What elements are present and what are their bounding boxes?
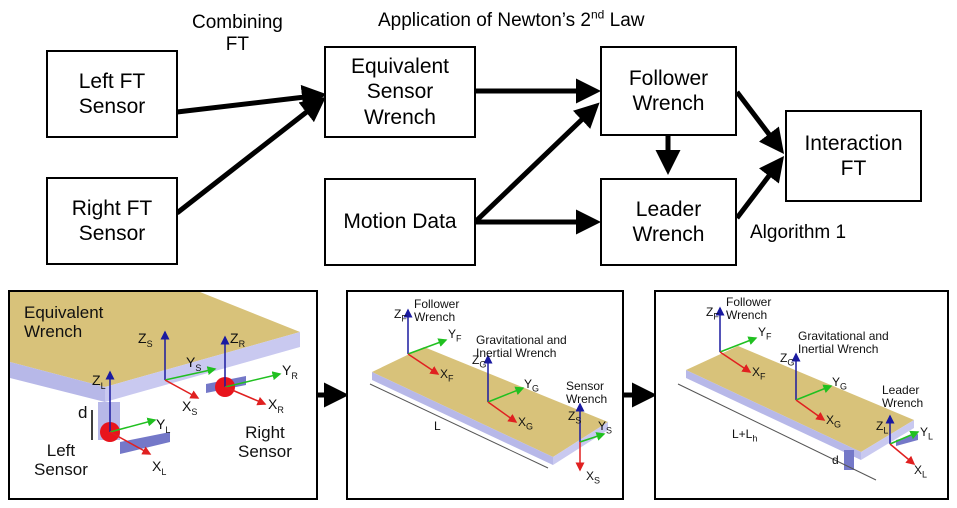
panel1-xr-label: XR [268,396,284,415]
panel2-xf-label: XF [440,367,454,384]
panel-sensor-combination: Equivalent Wrench Left Sensor Right Sens… [8,290,318,500]
arrow-leader-to-interaction [735,156,785,220]
flowchart-connectors [175,78,785,235]
panel2-zg-label: ZG [472,353,487,370]
panel1-illustration [10,292,300,455]
panel3-yg-label: YG [832,375,848,392]
panel2-xs-label: XS [586,469,601,486]
panel1-ys-label: YS [186,354,202,373]
panel3-xg-label: XG [826,413,842,430]
panel1-zr-label: ZR [230,330,246,349]
panel3-zf-label: ZF [706,305,719,322]
panel3-xl-label: XL [914,463,928,480]
panel1-equivalent-label: Equivalent Wrench [24,303,104,341]
right-ft-sensor-box: Right FT Sensor [46,177,178,265]
panel3-leader-label: Leader Wrench [882,383,924,410]
panel3-yl-label: YL [920,425,934,442]
leader-wrench-box: Leader Wrench [600,178,737,266]
panel1-yr-label: YR [282,362,298,381]
panel2-sensor-label: Sensor Wrench [566,379,608,406]
panel2-ys-label: YS [598,419,613,436]
interaction-ft-box: Interaction FT [785,110,922,202]
panel2-follower-label: Follower Wrench [414,297,460,324]
panel1-zl-label: ZL [92,372,106,391]
panel-leader-wrench: Follower Wrench Gravitational and Inerti… [654,290,949,500]
panel1-xs-label: XS [182,398,198,417]
motion-data-box: Motion Data [324,178,476,266]
arrow-follower-to-interaction [735,90,785,154]
panel2-length-label: L [434,419,441,433]
panel1-xl-label: XL [152,458,167,477]
panel3-zg-label: ZG [780,351,795,368]
panel2-illustration [369,308,608,472]
left-ft-sensor-box: Left FT Sensor [46,50,178,138]
algorithm-label: Algorithm 1 [750,222,847,243]
panel3-yf-label: YF [758,325,772,342]
follower-wrench-box: Follower Wrench [600,46,737,136]
newton-law-label: Application of Newton’s 2nd Law [378,7,645,31]
panel1-zs-label: ZS [138,330,153,349]
panel1-left-sensor-label: Left Sensor [34,441,88,479]
panel-connectors [318,382,657,408]
combining-ft-label: Combining FT [192,12,283,55]
panel3-zl-label: ZL [876,419,889,436]
panel2-zf-label: ZF [394,307,407,324]
panel3-grav-label: Gravitational and Inertial Wrench [798,329,889,356]
equivalent-sensor-wrench-box: Equivalent Sensor Wrench [324,46,476,138]
panel2-yf-label: YF [448,327,462,344]
panel1-d-label: d [78,403,88,422]
panel1-yl-label: YL [156,416,171,435]
panel3-illustration [677,306,920,481]
panel2-zs-label: ZS [568,409,582,426]
panel-newton-application: Follower Wrench Gravitational and Inerti… [346,290,624,500]
panel3-length-label: L+Lh [732,427,758,444]
panel3-follower-label: Follower Wrench [726,295,772,322]
panel1-right-sensor-label: Right Sensor [238,423,292,461]
panel3-d-label: d [832,453,839,467]
arrow-left-to-equivalent [176,84,327,115]
panel2-xg-label: XG [518,415,534,432]
panel2-yg-label: YG [524,377,540,394]
arrow-motion-to-follower [473,102,600,224]
panel3-xf-label: XF [752,365,766,382]
arrow-right-to-equivalent [175,96,326,215]
panel2-grav-label: Gravitational and Inertial Wrench [476,333,567,360]
